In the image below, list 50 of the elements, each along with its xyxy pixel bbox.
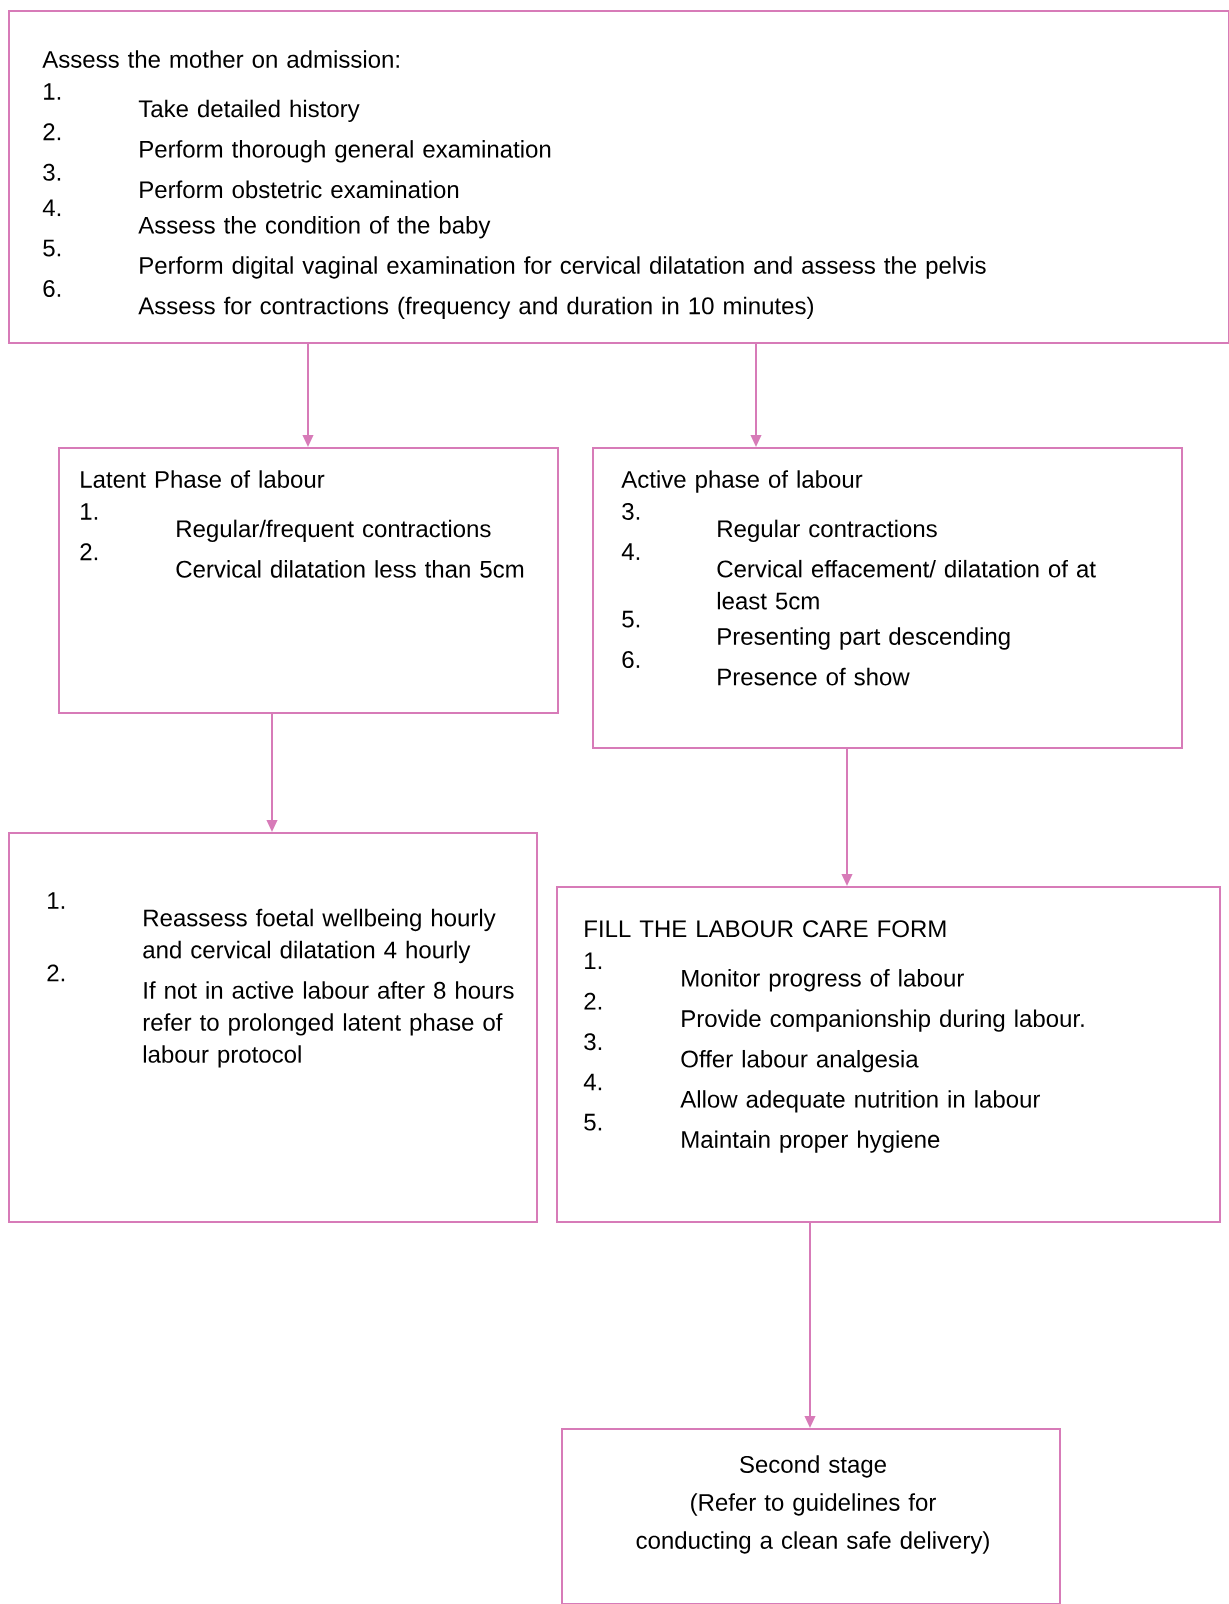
list-item: Monitor progress of labour: [682, 969, 964, 992]
list-item: Cervical dilatation less than 5cm: [176, 560, 524, 578]
item-number: 4.: [621, 543, 640, 560]
process-box: [58, 447, 559, 714]
process-box: [561, 1428, 1061, 1604]
item-number: 2.: [80, 543, 98, 561]
list-item: Assess the condition of the baby: [138, 216, 491, 239]
list-item: If not in active labour after 8 hours refer to prolonged latent phase of labour protocol: [143, 981, 514, 1068]
heading: FILL THE LABOUR CARE FORM: [585, 920, 946, 938]
list-item: Perform thorough general examination: [140, 140, 551, 163]
list-item: Assess for contractions (frequency and duration in 10 minutes): [138, 296, 813, 320]
stage-text: (Refer to guidelines for conducting a clean safe delivery): [636, 1493, 989, 1554]
list-item: Presence of show: [718, 667, 910, 686]
item-number: 2.: [47, 964, 65, 982]
item-number: 2.: [584, 992, 602, 1010]
list-item: Cervical effacement/ dilatation of at least 5cm: [717, 559, 1096, 610]
process-box: [556, 886, 1221, 1223]
item-number: 3.: [43, 163, 61, 181]
item-number: 1.: [48, 892, 65, 909]
list-item: Presenting part descending: [718, 627, 1010, 650]
item-number: 5.: [43, 239, 61, 257]
process-box: [8, 832, 538, 1223]
item-number: 5.: [622, 610, 640, 628]
item-number: 1.: [81, 503, 98, 520]
item-number: 2.: [43, 123, 61, 141]
list-item: Allow adequate nutrition in labour: [680, 1090, 1040, 1113]
item-number: 4.: [583, 1073, 602, 1091]
list-item: Reassess foetal wellbeing hourly and cervical dilatation 4 hourly: [143, 908, 496, 964]
item-number: 6.: [43, 279, 61, 297]
item-number: 1.: [585, 952, 602, 970]
list-item: Provide companionship during labour.: [682, 1009, 1084, 1032]
list-item: Perform obstetric examination: [140, 180, 459, 199]
stage-text: Second stage: [740, 1455, 886, 1478]
list-item: Take detailed history: [138, 99, 360, 123]
item-number: 1.: [44, 83, 61, 100]
item-number: 4.: [42, 199, 61, 217]
list-item: Perform digital vaginal examination for cervical dilatation and assess the pelvis: [140, 256, 986, 279]
item-number: 5.: [584, 1113, 602, 1131]
item-number: 6.: [622, 651, 640, 669]
item-number: 3.: [622, 502, 640, 520]
list-item: Maintain proper hygiene: [682, 1130, 940, 1153]
process-box: [592, 447, 1183, 749]
heading: Active phase of labour: [621, 470, 863, 493]
list-item: Regular contractions: [718, 519, 937, 543]
list-item: Offer labour analgesia: [681, 1049, 919, 1073]
item-number: 3.: [584, 1033, 602, 1051]
list-item: Regular/frequent contractions: [177, 519, 491, 543]
heading: Assess the mother on admission:: [42, 50, 399, 68]
heading: Latent Phase of labour: [81, 470, 325, 488]
process-box: [8, 10, 1229, 344]
